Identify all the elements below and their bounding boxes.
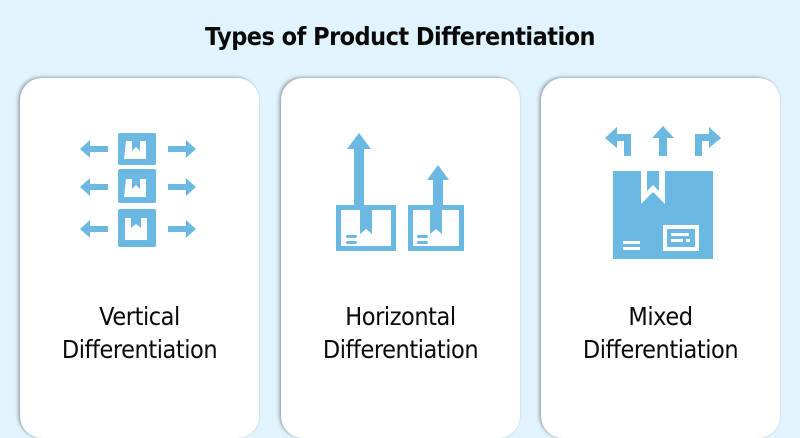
box-three-arrows-icon	[541, 78, 780, 288]
stacked-boxes-arrows-icon	[20, 78, 259, 288]
card-label: Vertical Differentiation	[32, 300, 247, 366]
card-horizontal-differentiation: Horizontal Differentiation	[281, 78, 520, 438]
card-mixed-differentiation: Mixed Differentiation	[541, 78, 780, 438]
card-label-line2: Differentiation	[582, 335, 739, 364]
card-label-line1: Mixed	[628, 302, 693, 331]
card-label-line2: Differentiation	[61, 335, 218, 364]
card-vertical-differentiation: Vertical Differentiation	[20, 78, 259, 438]
card-label: Mixed Differentiation	[553, 300, 768, 366]
boxes-up-arrows-icon	[281, 78, 520, 288]
card-label-line1: Horizontal	[345, 302, 456, 331]
page-title: Types of Product Differentiation	[204, 22, 596, 51]
card-label-line2: Differentiation	[322, 335, 479, 364]
card-label: Horizontal Differentiation	[293, 300, 508, 366]
card-label-line1: Vertical	[99, 302, 180, 331]
